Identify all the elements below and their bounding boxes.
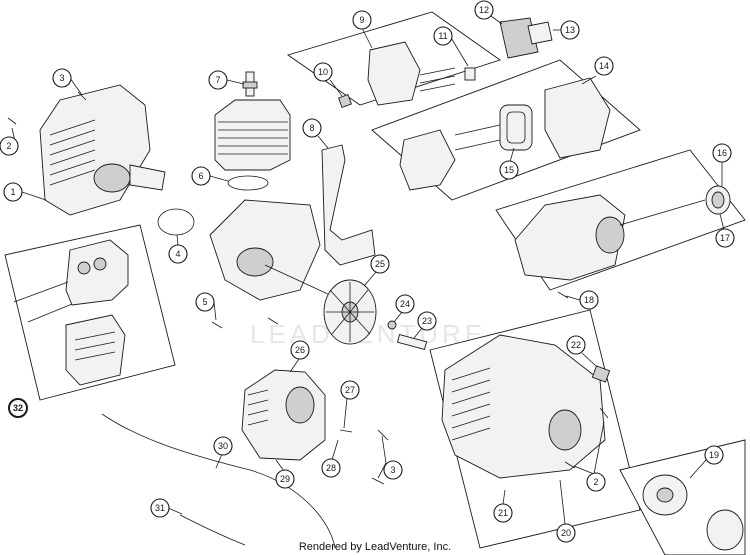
clutch-assembly xyxy=(642,474,744,551)
callout-8: 8 xyxy=(302,118,329,149)
svg-text:13: 13 xyxy=(565,25,575,35)
svg-text:6: 6 xyxy=(198,171,203,181)
svg-text:28: 28 xyxy=(326,463,336,473)
svg-text:8: 8 xyxy=(309,123,314,133)
svg-text:23: 23 xyxy=(422,316,432,326)
svg-text:14: 14 xyxy=(599,61,609,71)
callout-3-clutch: 3 xyxy=(377,435,403,480)
callout-4: 4 xyxy=(168,234,188,264)
clutch-housing xyxy=(241,369,326,461)
callout-1: 1 xyxy=(3,182,47,202)
svg-text:3: 3 xyxy=(59,73,64,83)
callout-11: 11 xyxy=(433,26,469,67)
muffler xyxy=(13,239,129,386)
starter-housing xyxy=(514,194,706,281)
svg-text:27: 27 xyxy=(345,385,355,395)
svg-text:22: 22 xyxy=(571,340,581,350)
svg-text:3: 3 xyxy=(390,465,395,475)
callout-26: 26 xyxy=(289,340,310,373)
svg-text:18: 18 xyxy=(584,295,594,305)
svg-text:9: 9 xyxy=(359,15,364,25)
screws xyxy=(7,91,609,485)
ground-wire xyxy=(179,514,246,546)
svg-text:26: 26 xyxy=(295,345,305,355)
svg-text:2: 2 xyxy=(593,477,598,487)
callout-13: 13 xyxy=(553,20,580,40)
svg-text:12: 12 xyxy=(479,5,489,15)
svg-text:19: 19 xyxy=(709,450,719,460)
svg-text:17: 17 xyxy=(720,233,730,243)
cylinder-shroud xyxy=(39,84,166,216)
muffler-panel xyxy=(4,224,176,401)
callout-27: 27 xyxy=(340,380,360,429)
svg-text:32: 32 xyxy=(13,403,23,413)
svg-text:20: 20 xyxy=(561,528,571,538)
callout-20: 20 xyxy=(556,479,576,543)
callout-17: 17 xyxy=(715,213,735,248)
svg-text:21: 21 xyxy=(498,508,508,518)
callout-18: 18 xyxy=(565,290,599,310)
svg-text:10: 10 xyxy=(318,67,328,77)
callout-25: 25 xyxy=(363,254,390,287)
callout-9: 9 xyxy=(352,10,373,49)
spark-plug xyxy=(242,71,258,97)
callout-23: 23 xyxy=(413,311,437,339)
ignition-coil xyxy=(591,365,611,383)
svg-text:15: 15 xyxy=(504,165,514,175)
svg-text:4: 4 xyxy=(175,249,180,259)
callout-28: 28 xyxy=(321,439,341,478)
callout-19: 19 xyxy=(689,445,724,479)
callout-7: 7 xyxy=(208,70,245,90)
callout-6: 6 xyxy=(191,166,229,186)
callout-2: 2 xyxy=(0,127,19,156)
throttle-lever xyxy=(321,144,376,266)
svg-text:7: 7 xyxy=(215,75,220,85)
callout-15: 15 xyxy=(499,147,519,180)
flywheel xyxy=(323,279,377,345)
callout-32: 32 xyxy=(8,398,28,418)
callout-5: 5 xyxy=(195,292,217,321)
crankcase xyxy=(209,199,331,301)
carburetor-gasket xyxy=(527,21,553,45)
cylinder xyxy=(214,99,291,171)
svg-text:29: 29 xyxy=(280,474,290,484)
carburetor-assembly xyxy=(338,41,476,108)
callout-2-engine: 2 xyxy=(573,421,606,492)
throttle-cable xyxy=(101,413,336,549)
callout-10: 10 xyxy=(313,62,343,97)
starter-pulley xyxy=(705,185,731,215)
svg-text:1: 1 xyxy=(10,187,15,197)
svg-text:16: 16 xyxy=(717,148,727,158)
svg-text:24: 24 xyxy=(400,299,410,309)
callout-3: 3 xyxy=(52,68,83,96)
flywheel-nut xyxy=(387,320,397,330)
callout-14: 14 xyxy=(581,56,614,85)
cylinder-gasket xyxy=(227,175,269,191)
callout-29: 29 xyxy=(275,459,295,489)
callout-22: 22 xyxy=(566,335,597,367)
callout-12: 12 xyxy=(474,0,503,25)
svg-text:11: 11 xyxy=(438,31,447,41)
o-ring xyxy=(157,208,195,236)
svg-text:31: 31 xyxy=(155,503,165,513)
callout-31: 31 xyxy=(150,498,183,518)
footer-credit: Rendered by LeadVenture, Inc. xyxy=(298,541,452,553)
callout-21: 21 xyxy=(493,489,513,523)
callout-24: 24 xyxy=(393,294,415,323)
svg-text:30: 30 xyxy=(218,441,228,451)
svg-text:2: 2 xyxy=(6,141,11,151)
callout-30: 30 xyxy=(213,436,233,469)
engine-housing xyxy=(441,334,606,479)
air-filter xyxy=(399,77,611,191)
crankshaft-sleeve xyxy=(396,333,428,351)
svg-text:25: 25 xyxy=(375,259,385,269)
svg-text:5: 5 xyxy=(202,297,207,307)
callout-16: 16 xyxy=(712,143,732,186)
